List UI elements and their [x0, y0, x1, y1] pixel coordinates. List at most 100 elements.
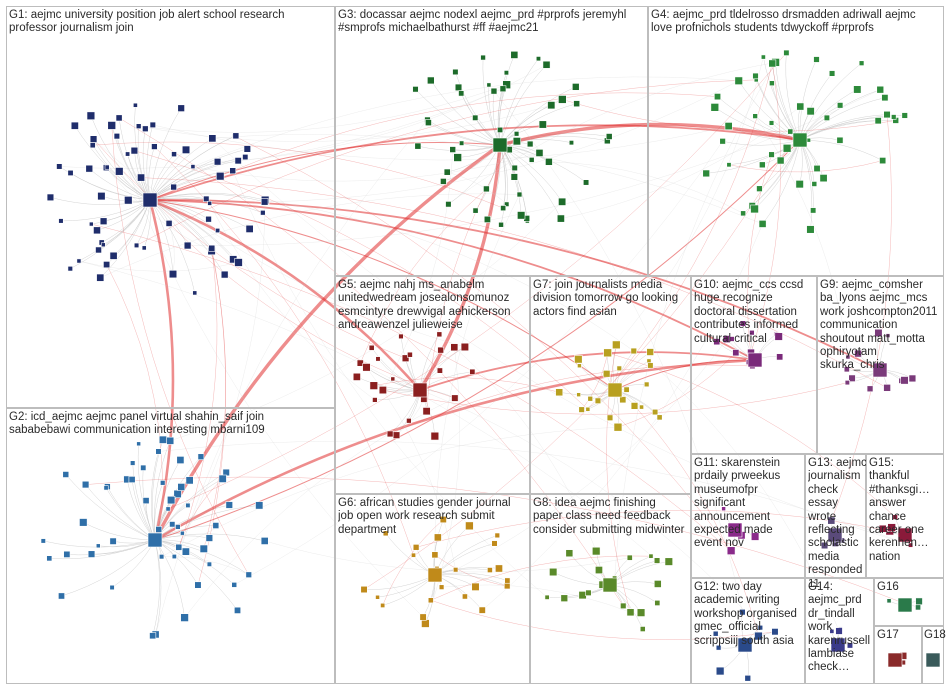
edge-intra — [799, 120, 879, 141]
edge-weak — [493, 90, 743, 613]
graph-node — [453, 153, 462, 162]
graph-node — [56, 163, 63, 170]
edge-weak — [430, 555, 651, 601]
graph-node — [352, 372, 361, 381]
group-box-g2 — [6, 408, 335, 684]
edge-weak — [750, 63, 781, 353]
hub-node — [747, 352, 763, 368]
graph-node — [739, 608, 746, 616]
graph-node — [362, 363, 371, 372]
hub-node — [737, 637, 753, 653]
graph-node — [757, 624, 764, 631]
graph-node — [183, 241, 192, 250]
edge-weak — [134, 150, 589, 410]
group-box-g16 — [874, 578, 944, 626]
graph-node — [560, 594, 569, 602]
graph-node — [436, 367, 443, 374]
graph-node — [125, 151, 131, 157]
edge-inter — [149, 199, 881, 371]
hub-node — [142, 192, 158, 208]
edge-inter — [154, 358, 756, 542]
edge-weak — [454, 347, 597, 552]
group-label-g10: G10: aejmc_ccs ccsd huge recognize docto… — [694, 279, 804, 345]
graph-node — [181, 547, 190, 556]
graph-node — [177, 483, 186, 491]
edge-inter — [149, 199, 756, 361]
edge-weak — [93, 138, 406, 359]
hub-node — [792, 132, 808, 148]
graph-node — [605, 133, 613, 140]
graph-node — [190, 164, 196, 170]
graph-node — [95, 246, 102, 254]
graph-node — [810, 207, 817, 214]
hub-node — [607, 382, 623, 398]
edge-weak — [754, 115, 849, 358]
edge-intra — [149, 193, 265, 203]
edge-weak — [548, 161, 744, 214]
graph-node — [883, 384, 891, 392]
graph-node — [721, 506, 726, 512]
graph-node — [813, 164, 821, 173]
graph-node — [159, 480, 166, 486]
hub-node — [830, 637, 846, 653]
graph-node — [459, 140, 465, 146]
group-label-g1: G1: aejmc university position job alert … — [9, 9, 285, 35]
graph-node — [702, 169, 710, 178]
edge-intra — [785, 52, 801, 141]
graph-node — [360, 585, 368, 594]
group-label-g7: G7: join journalists media division tomo… — [533, 279, 679, 318]
graph-node — [103, 261, 111, 269]
graph-node — [436, 331, 443, 338]
graph-node — [260, 537, 269, 545]
graph-node — [758, 220, 767, 228]
graph-node — [883, 110, 891, 119]
graph-node — [503, 70, 509, 76]
graph-node — [369, 381, 379, 390]
graph-node — [813, 56, 820, 63]
graph-node — [431, 551, 439, 559]
graph-node — [40, 538, 46, 544]
graph-node — [439, 516, 447, 524]
graph-node — [776, 353, 784, 361]
graph-node — [908, 374, 917, 383]
graph-node — [97, 192, 106, 201]
graph-node — [180, 613, 189, 622]
graph-node — [846, 642, 854, 649]
graph-node — [176, 456, 185, 464]
group-label-g12: G12: two day academic writing workshop o… — [694, 581, 797, 647]
graph-node — [647, 362, 654, 369]
edge-intra — [154, 539, 235, 586]
hub-node — [147, 532, 163, 548]
graph-node — [568, 140, 575, 146]
graph-node — [103, 485, 109, 491]
graph-node — [115, 167, 124, 176]
graph-node — [115, 114, 123, 122]
edge-weak — [234, 141, 723, 586]
graph-node — [67, 169, 74, 176]
edge-intra — [152, 539, 160, 636]
graph-node — [573, 100, 581, 108]
graph-node — [843, 366, 850, 373]
edge-weak — [168, 223, 175, 275]
graph-node — [726, 162, 732, 168]
graph-node — [185, 502, 191, 508]
graph-node — [460, 342, 469, 352]
graph-node — [104, 164, 110, 170]
graph-node — [715, 666, 725, 676]
edge-intra — [149, 199, 196, 293]
graph-node — [750, 204, 759, 214]
graph-node — [845, 354, 851, 360]
graph-node — [577, 363, 582, 369]
graph-node — [175, 543, 183, 551]
graph-node — [445, 201, 452, 208]
graph-node — [87, 550, 96, 558]
graph-node — [710, 103, 720, 112]
graph-node — [879, 157, 887, 165]
graph-node — [756, 185, 763, 192]
edge-intra — [149, 148, 248, 201]
graph-node — [62, 471, 70, 478]
graph-node — [453, 567, 459, 573]
group-box-g5 — [335, 276, 530, 494]
graph-node — [168, 269, 178, 279]
edge-weak — [434, 194, 520, 555]
